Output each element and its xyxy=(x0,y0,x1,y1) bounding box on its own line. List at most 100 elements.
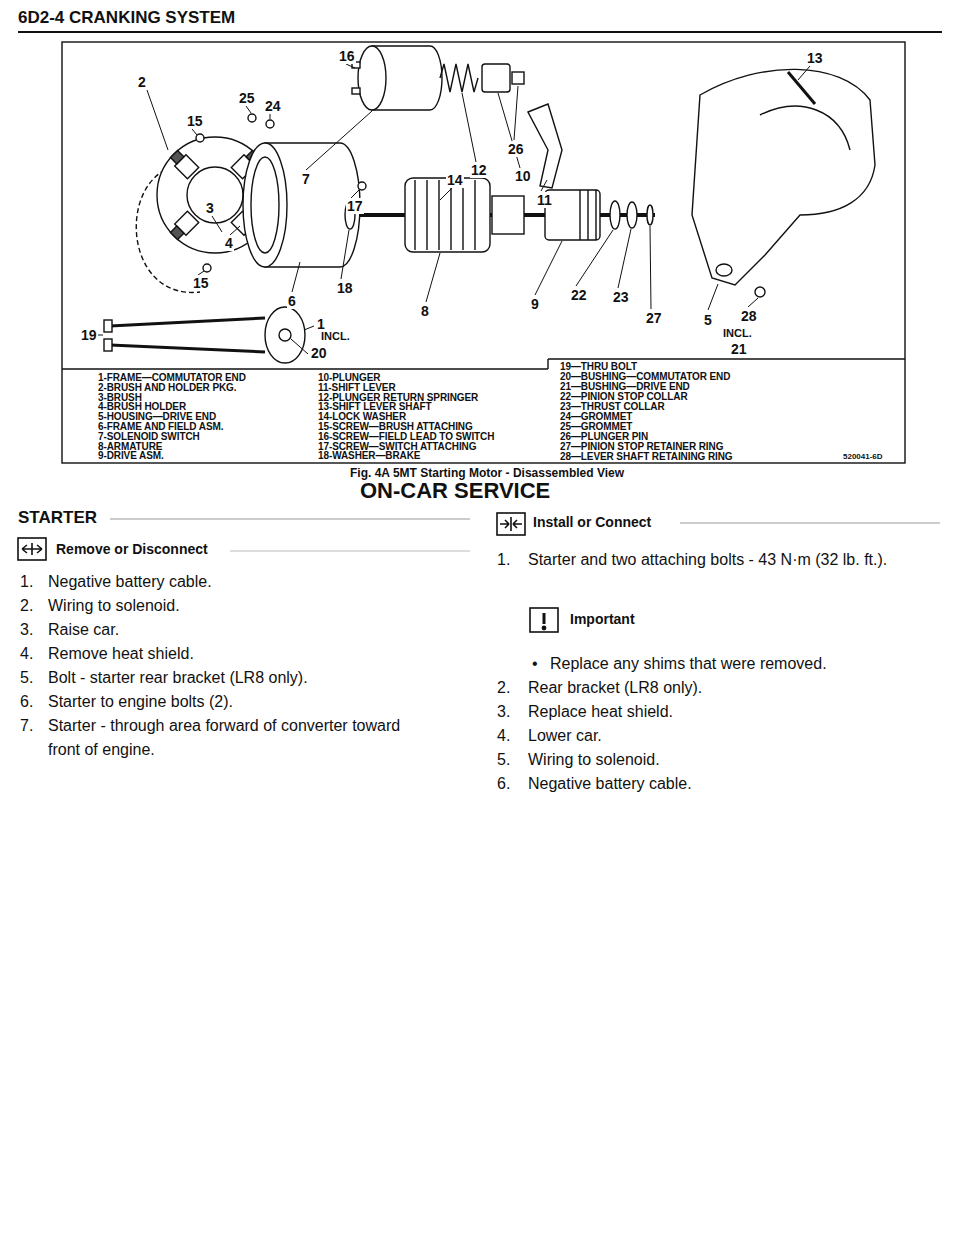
step-number: 5. xyxy=(20,666,33,690)
bolt-head xyxy=(104,320,112,332)
figure-frame xyxy=(62,42,905,463)
thru-bolt xyxy=(110,318,265,326)
step-text: Rear bracket (LR8 only). xyxy=(528,676,702,700)
commutator xyxy=(492,196,524,234)
step-text: Starter - through area forward of conver… xyxy=(48,714,408,762)
step-text: Wiring to solenoid. xyxy=(48,594,180,618)
screw xyxy=(203,264,211,272)
callout-number: INCL. xyxy=(320,330,351,343)
brush-holder xyxy=(168,211,198,241)
step-number: 4. xyxy=(497,724,510,748)
drive-housing xyxy=(692,69,875,285)
list-divider xyxy=(62,368,548,369)
brush-holder xyxy=(168,148,198,178)
parts-list-item: 11-SHIFT LEVER xyxy=(318,383,396,393)
step-text: Replace heat shield. xyxy=(528,700,673,724)
leader-line xyxy=(541,180,547,191)
parts-list-item: 7-SOLENOID SWITCH xyxy=(98,432,200,442)
callout-number: 25 xyxy=(238,90,256,106)
remove-icon xyxy=(18,538,46,560)
leader-line xyxy=(212,216,222,232)
step-text: Negative battery cable. xyxy=(528,772,692,796)
parts-list-item: 14-LOCK WASHER xyxy=(318,412,406,422)
procedure-heading: Install or Connect xyxy=(533,514,655,530)
parts-list-item: 24—GROMMET xyxy=(560,412,632,422)
leader-line xyxy=(351,190,359,198)
commutator-end-bushing xyxy=(279,329,291,341)
lever-shaft-ring xyxy=(755,287,765,297)
parts-list-item: 2-BRUSH AND HOLDER PKG. xyxy=(98,383,236,393)
callout-number: INCL. xyxy=(722,327,753,340)
bolt-head xyxy=(104,339,112,351)
step-number: 6. xyxy=(497,772,510,796)
callout-number: 11 xyxy=(536,192,553,208)
section-title: ON-CAR SERVICE xyxy=(360,478,550,503)
list-divider xyxy=(547,359,548,369)
parts-list-item: 25—GROMMET xyxy=(560,422,632,432)
step-number: 1. xyxy=(497,548,510,572)
callout-number: 15 xyxy=(186,113,204,129)
page-rules xyxy=(18,32,942,551)
callout-number: 16 xyxy=(338,48,356,64)
leader-line xyxy=(341,230,349,279)
leader-line xyxy=(246,106,251,113)
field-frame-face xyxy=(243,143,287,267)
step-text: Remove heat shield. xyxy=(48,642,194,666)
leader-line xyxy=(230,226,240,235)
pinion-stop-collar xyxy=(610,201,620,229)
leader-line xyxy=(535,241,562,295)
screw xyxy=(196,134,204,142)
drive-end-bushing xyxy=(716,264,732,276)
procedure-icons xyxy=(18,513,558,632)
callout-number: 12 xyxy=(470,162,488,178)
parts-list-item: 15-SCREW—BRUSH ATTACHING xyxy=(318,422,473,432)
armature-winding xyxy=(415,180,475,250)
plunger xyxy=(482,64,510,92)
solenoid-face xyxy=(358,46,386,110)
retainer-ring xyxy=(647,205,653,225)
brush xyxy=(170,226,183,239)
callout-number: 27 xyxy=(645,310,663,326)
step-number: 1. xyxy=(20,570,33,594)
install-icon-arrows xyxy=(500,517,522,531)
callout-number: 18 xyxy=(336,280,354,296)
parts-list-item: 21—BUSHING—DRIVE END xyxy=(560,382,690,392)
step-number: 4. xyxy=(20,642,33,666)
parts-list-item: 16-SCREW—FIELD LEAD TO SWITCH xyxy=(318,432,494,442)
parts-list-item: 20—BUSHING—COMMUTATOR END xyxy=(560,372,730,382)
leader-line xyxy=(798,66,810,80)
callout-number: 7 xyxy=(301,171,311,187)
callout-number: 26 xyxy=(507,141,525,157)
callout-number: 14 xyxy=(446,172,464,188)
thru-bolt xyxy=(110,345,265,352)
step-text: Lower car. xyxy=(528,724,602,748)
step-number: 2. xyxy=(497,676,510,700)
callout-number: 5 xyxy=(703,312,713,328)
callout-number: 8 xyxy=(420,303,430,319)
leader-line xyxy=(192,129,197,135)
step-text: Raise car. xyxy=(48,618,119,642)
section-rule xyxy=(230,551,470,552)
leader-line xyxy=(270,114,271,119)
parts-list-item: 26—PLUNGER PIN xyxy=(560,432,648,442)
parts-list-item: 4-BRUSH HOLDER xyxy=(98,402,186,412)
important-icon xyxy=(530,608,558,632)
leader-line xyxy=(708,284,718,310)
drive-assembly xyxy=(545,190,600,240)
leader-line xyxy=(576,230,613,286)
step-text: Starter to engine bolts (2). xyxy=(48,690,233,714)
screw xyxy=(358,182,366,190)
callout-number: 17 xyxy=(346,198,364,214)
parts-list-item: 18-WASHER—BRAKE xyxy=(318,451,420,461)
install-icon xyxy=(497,513,525,535)
callout-number: 20 xyxy=(310,345,328,361)
leader-line xyxy=(426,253,440,302)
important-mark xyxy=(543,613,546,624)
note-text: Replace any shims that were removed. xyxy=(550,652,827,676)
leader-line xyxy=(440,188,452,200)
leader-line xyxy=(462,93,476,162)
bullet: • xyxy=(532,652,538,676)
parts-list-item: 28—LEVER SHAFT RETAINING RING xyxy=(560,452,733,462)
callout-number: 15 xyxy=(192,275,210,291)
